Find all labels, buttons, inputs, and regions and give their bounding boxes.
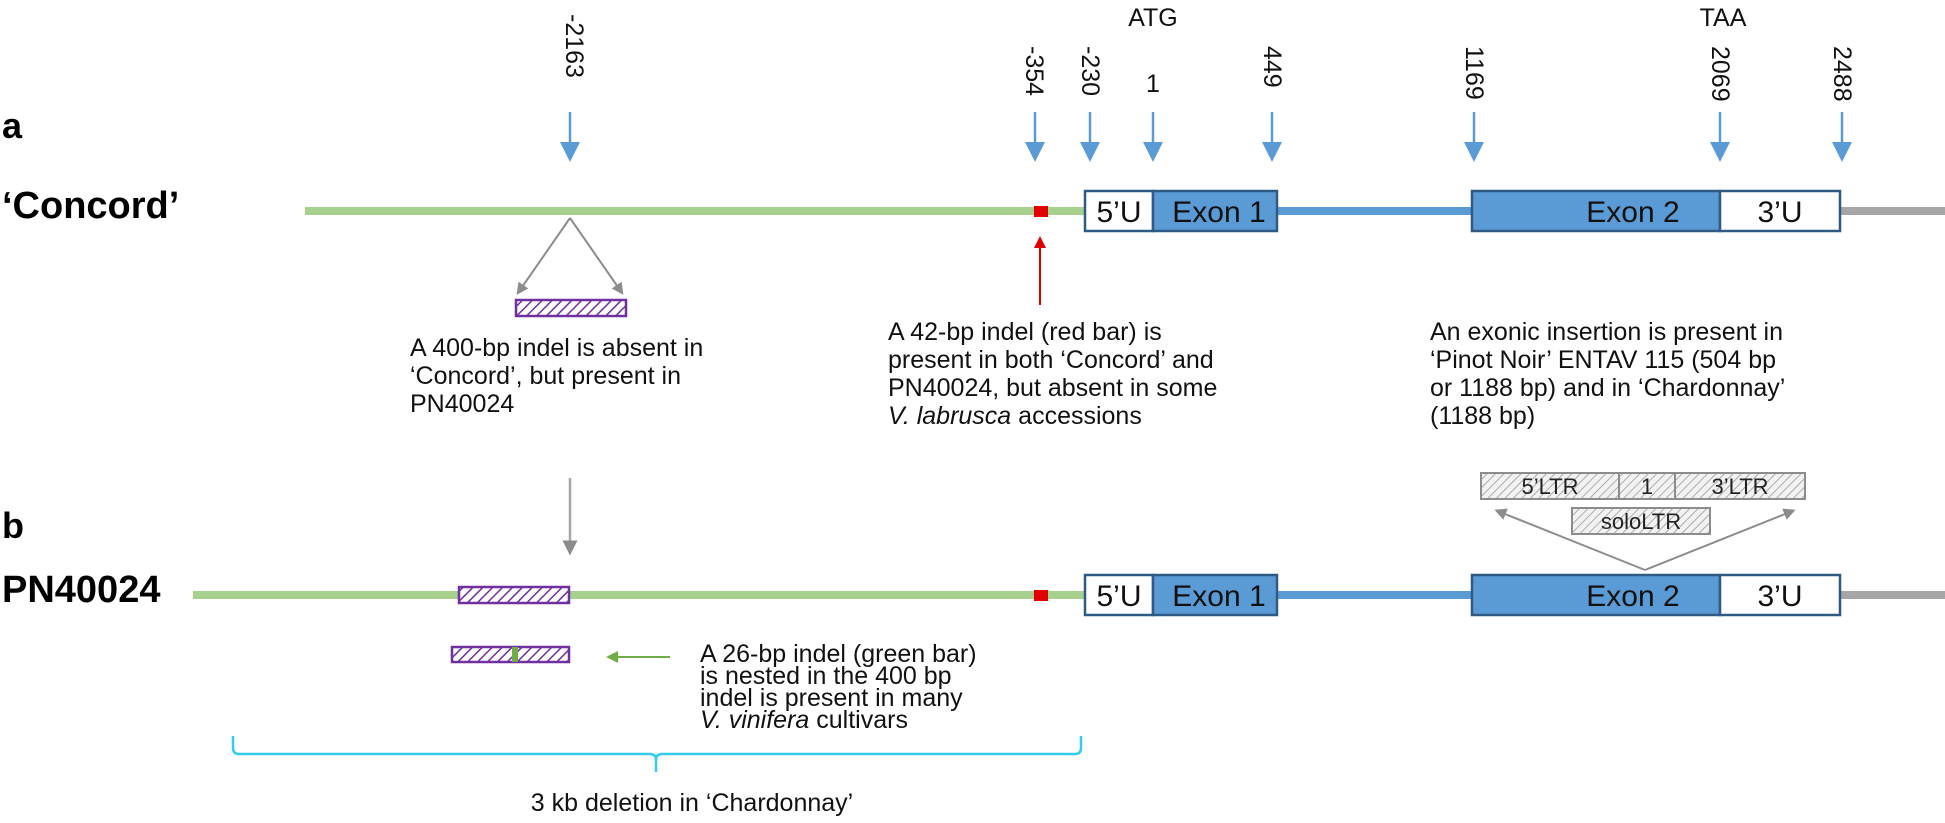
indel26-callout: A 26-bp indel (green bar) is nested in t… [450,640,984,734]
indel42-note-line2: present in both ‘Concord’ and [888,346,1214,374]
indel400-note-line1: A 400-bp indel is absent in [410,334,703,362]
te-internal-label: 1 [1641,474,1653,499]
position-label-449: 449 [1258,46,1286,88]
taa-label: TAA [1700,4,1747,32]
pn40024-track-label: PN40024 [2,569,160,611]
insertion-note-line1: An exonic insertion is present in [1430,318,1783,346]
indel42-callout: A 42-bp indel (red bar) is present in bo… [888,236,1224,430]
position-label-2488: 2488 [1828,46,1856,102]
indel42-note-accessions: accessions [1011,402,1142,430]
position-label-1: 1 [1146,70,1160,98]
concord-utr5-box [1083,189,1155,233]
deletion-brace-shape [231,736,1083,772]
concord-gene-track: 5’U Exon 1 Exon 2 3’U [305,189,1945,233]
te-ltr3-box [1674,472,1806,500]
indel400-note-line2: ‘Concord’, but present in [410,362,681,390]
concord-exon1-label: Exon 1 [1172,196,1265,229]
indel26-note-cultivars: cultivars [809,706,908,734]
insertion-note: An exonic insertion is present in ‘Pinot… [1430,318,1791,430]
pn40024-gene-track: 5’U Exon 1 Exon 2 3’U [193,573,1945,617]
te-solo-ltr-box [1571,507,1711,535]
concord-utr3-label: 3’U [1757,196,1802,229]
position-label-neg230: -230 [1076,46,1104,96]
indel26-hatched-bar [450,645,571,664]
position-label-neg354: -354 [1020,46,1048,96]
indel42-note: A 42-bp indel (red bar) is present in bo… [888,318,1224,430]
te-arrow-left [1494,508,1646,571]
pn40024-utr3-label: 3’U [1757,580,1802,613]
indel26-note: A 26-bp indel (green bar) is nested in t… [700,640,984,734]
concord-utr3-box [1718,189,1842,233]
concord-utr5-label: 5’U [1096,196,1141,229]
indel400-callout: A 400-bp indel is absent in ‘Concord’, b… [410,217,710,418]
indel26-green-bar [512,647,518,662]
indel400-note-line3: PN40024 [410,390,514,418]
pn40024-exon1-box [1151,573,1279,617]
pn40024-indel400-bar [457,585,571,605]
pn40024-indel42-red-bar [1034,590,1048,601]
te-insertion: 5’LTR 1 3’LTR soloLTR [1480,472,1806,571]
panel-b-label: b [2,505,24,546]
indel42-note-line3: PN40024, but absent in some [888,374,1217,402]
insertion-note-line4: (1188 bp) [1430,402,1535,430]
indel26-note-line2: is nested in the 400 bp [700,662,952,690]
deletion-brace: 3 kb deletion in ‘Chardonnay’ [231,736,1083,817]
indel400-split-arrow-left [516,217,571,295]
pn40024-exon2-label: Exon 2 [1586,580,1679,613]
indel26-note-line3: indel is present in many [700,684,963,712]
pn40024-utr5-label: 5’U [1096,580,1141,613]
te-internal-box [1618,472,1676,500]
indel400-split-arrow-right [569,217,624,295]
pn40024-utr3-box [1718,573,1842,617]
pn40024-exon1-label: Exon 1 [1172,580,1265,613]
te-ltr5-label: 5’LTR [1521,474,1578,499]
indel42-note-line1: A 42-bp indel (red bar) is [888,318,1162,346]
atg-label: ATG [1128,4,1178,32]
indel400-hatched-bar [514,298,628,318]
position-markers: ATG TAA -2163 -354 -230 1 449 1169 2069 … [560,4,1856,162]
deletion-note: 3 kb deletion in ‘Chardonnay’ [531,789,853,817]
indel400-note: A 400-bp indel is absent in ‘Concord’, b… [410,334,710,418]
position-label-1169: 1169 [1460,46,1488,100]
te-ltr3-label: 3’LTR [1711,474,1768,499]
position-label-2069: 2069 [1706,46,1734,102]
position-label-neg2163: -2163 [560,14,588,78]
indel26-note-species: V. vinifera [700,706,809,734]
te-arrow-right [1644,508,1796,571]
indel26-note-line1: A 26-bp indel (green bar) [700,640,977,668]
te-solo-ltr-label: soloLTR [1601,509,1681,534]
concord-track-label: ‘Concord’ [2,185,179,227]
indel42-note-species: V. labrusca [888,402,1011,430]
te-ltr5-box [1480,472,1620,500]
concord-exon1-box [1151,189,1279,233]
insertion-note-line3: or 1188 bp) and in ‘Chardonnay’ [1430,374,1784,402]
insertion-note-line2: ‘Pinot Noir’ ENTAV 115 (504 bp [1430,346,1776,374]
concord-indel42-red-bar [1034,206,1048,217]
concord-exon2-label: Exon 2 [1586,196,1679,229]
panel-a-label: a [2,105,23,146]
